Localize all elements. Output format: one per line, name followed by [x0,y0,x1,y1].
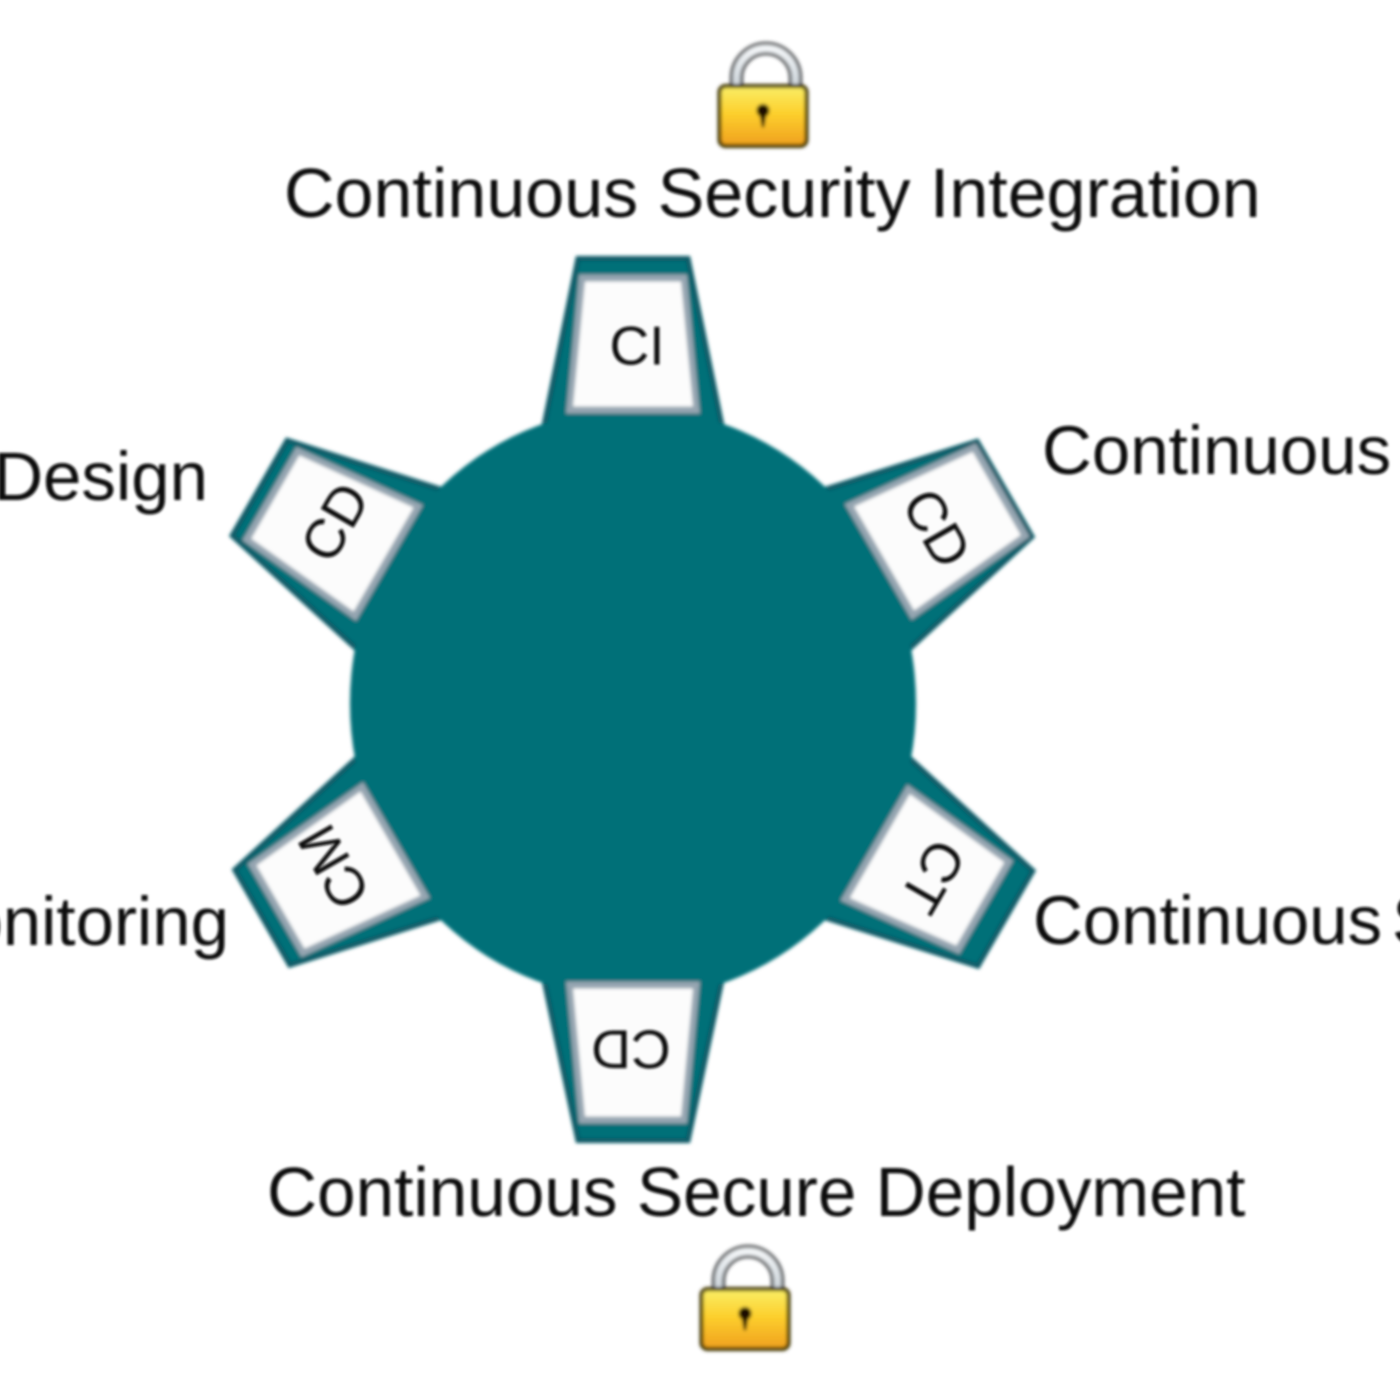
svg-text:Continuous Security Integratio: Continuous Security Integration [284,154,1261,232]
svg-text:Continuous Secure Design: Continuous Secure Design [0,438,208,515]
svg-text:Continuous Secure Deployment: Continuous Secure Deployment [267,1153,1245,1231]
svg-text:Continuous Security Monitoring: Continuous Security Monitoring [0,883,229,960]
svg-text:CI: CI [610,315,665,377]
svg-text:Continuous Security Testing: Continuous Security Testing [1033,882,1400,959]
svg-text:S: S [1392,882,1400,959]
svg-text:CD: CD [591,1019,670,1081]
svg-text:Continuous Delivery: Continuous Delivery [1042,412,1400,489]
